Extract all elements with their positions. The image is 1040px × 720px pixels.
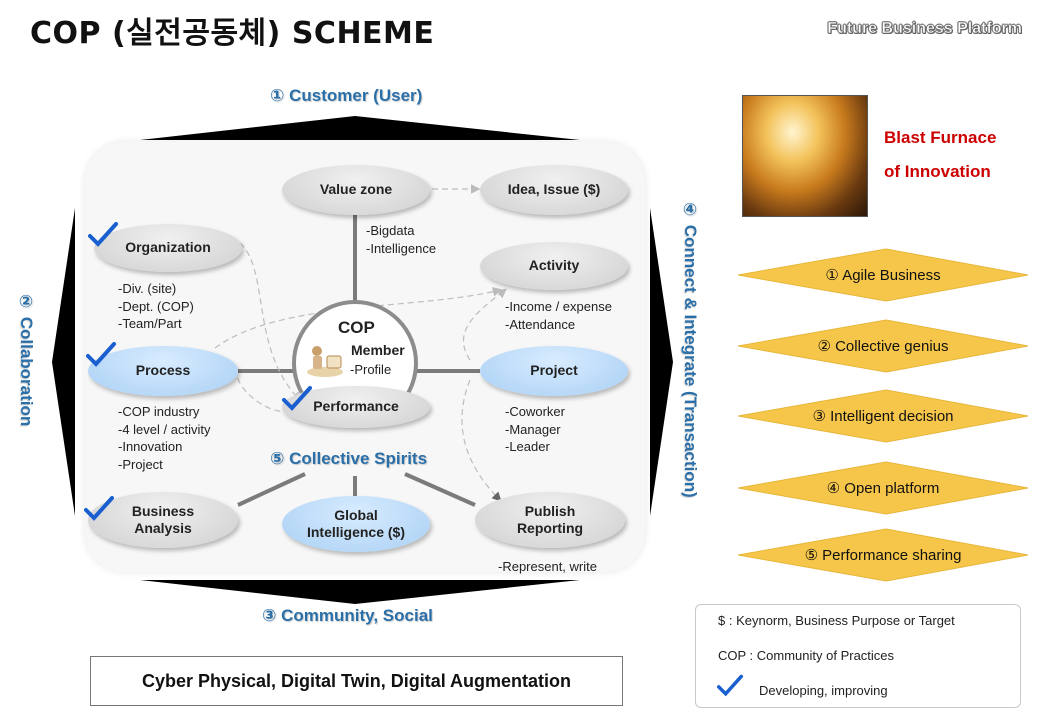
dash-performance-process <box>237 377 301 413</box>
bubble-project[interactable]: Project <box>480 346 628 396</box>
member-note: -Profile <box>350 362 392 377</box>
right-arrow <box>650 208 673 516</box>
left-arrow <box>52 208 75 516</box>
principle-intelligent-decision: ③ Intelligent decision <box>738 388 1028 444</box>
principle-label: ① Agile Business <box>825 267 941 284</box>
note-project: -Coworker -Manager -Leader <box>505 404 565 455</box>
principle-collective-genius: ② Collective genius <box>738 318 1028 374</box>
blast-furnace-image <box>742 95 868 217</box>
dash-project-publish <box>461 379 502 502</box>
bubble-organization[interactable]: Organization <box>94 224 242 272</box>
bubble-publish-reporting[interactable]: Publish Reporting <box>475 492 625 548</box>
note-process: -COP industry -4 level / activity -Innov… <box>118 404 211 472</box>
bubble-idea-issue[interactable]: Idea, Issue ($) <box>480 165 628 215</box>
principle-open-platform: ④ Open platform <box>738 460 1028 516</box>
page-title: COP (실전공동체) SCHEME <box>30 16 435 51</box>
note-activity: -Income / expense -Attendance <box>505 299 612 332</box>
check-business-icon <box>84 496 114 521</box>
spoke-business <box>237 472 306 507</box>
check-performance-icon <box>282 386 312 411</box>
legend-cop: COP : Community of Practices <box>718 648 895 663</box>
label-collective-spirits: ⑤ Collective Spirits <box>270 449 428 468</box>
label-customer: ① Customer (User) <box>270 86 423 105</box>
diamond-shape <box>738 319 1028 373</box>
furnace-title-line2: of Innovation <box>884 162 991 181</box>
diamond-shape <box>738 461 1028 515</box>
principle-label: ② Collective genius <box>817 338 949 355</box>
diamond-shape <box>738 389 1028 443</box>
note-organization: -Div. (site) -Dept. (COP) -Team/Part <box>118 281 194 332</box>
bubble-global-intelligence[interactable]: Global Intelligence ($) <box>282 496 430 552</box>
label-collaboration: ② Collaboration <box>17 292 36 427</box>
furnace-title-line1: Blast Furnace <box>884 128 997 147</box>
note-publish: -Represent, write <box>498 559 597 574</box>
legend-check-icon <box>717 674 743 697</box>
dash-org-performance <box>239 242 302 402</box>
diamond-shape <box>738 528 1028 582</box>
legend-dollar: $ : Keynorm, Business Purpose or Target <box>718 613 955 628</box>
bubble-business-analysis[interactable]: Business Analysis <box>88 492 238 548</box>
principle-agile-business: ① Agile Business <box>738 247 1028 303</box>
principle-label: ③ Intelligent decision <box>812 408 954 425</box>
member-figure-icon <box>307 346 343 377</box>
principle-label: ⑤ Performance sharing <box>804 547 962 564</box>
note-value-zone: -Bigdata -Intelligence <box>366 223 437 256</box>
bottom-arrow <box>140 580 580 604</box>
bubble-value-zone[interactable]: Value zone <box>282 165 430 215</box>
bubble-process[interactable]: Process <box>88 346 238 396</box>
member-label: Member <box>351 342 405 358</box>
check-process-icon <box>86 342 116 367</box>
principle-performance-sharing: ⑤ Performance sharing <box>738 527 1028 583</box>
legend-developing: Developing, improving <box>759 683 888 698</box>
cop-label: COP <box>338 318 375 337</box>
footer-box: Cyber Physical, Digital Twin, Digital Au… <box>90 656 623 706</box>
top-arrow <box>140 116 580 140</box>
spoke-publish <box>404 472 476 507</box>
check-organization-icon <box>88 222 118 247</box>
label-community: ③ Community, Social <box>262 606 433 625</box>
bubble-activity[interactable]: Activity <box>480 242 628 290</box>
brand-label: Future Business Platform <box>827 20 1022 38</box>
label-connect-integrate: ④ Connect & Integrate (Transaction) <box>681 200 700 498</box>
principle-label: ④ Open platform <box>826 480 940 497</box>
diamond-shape <box>738 248 1028 302</box>
dash-project-activity <box>463 288 507 361</box>
legend-box: $ : Keynorm, Business Purpose or Target … <box>695 604 1021 708</box>
